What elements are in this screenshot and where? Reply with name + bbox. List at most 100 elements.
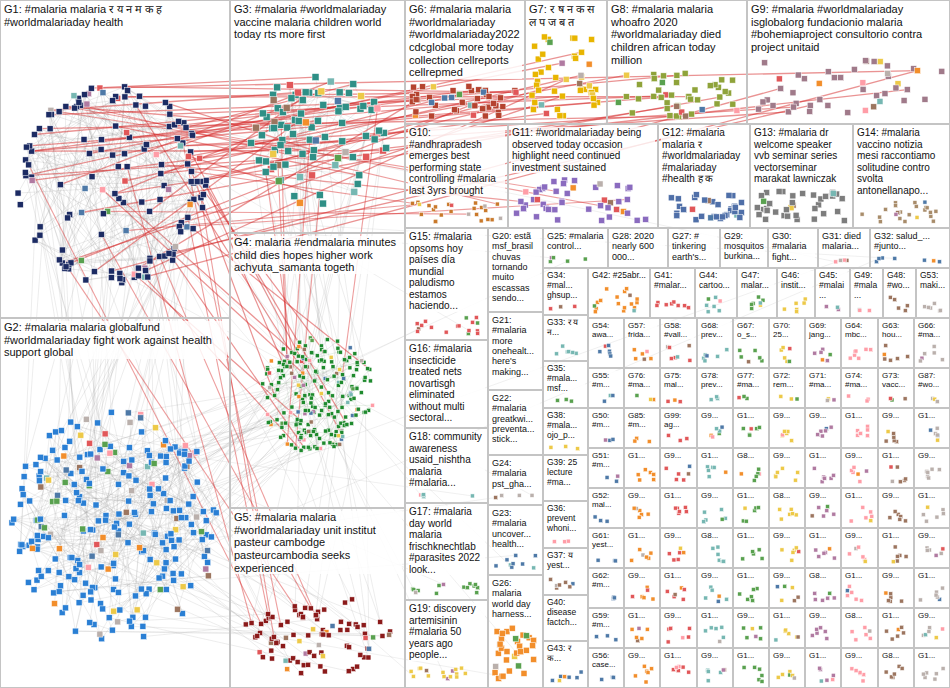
network-vertex — [366, 367, 370, 371]
network-vertex — [38, 469, 44, 475]
network-vertex — [552, 207, 558, 213]
network-vertex — [126, 473, 132, 479]
network-edge — [62, 556, 92, 612]
network-vertex — [124, 130, 130, 136]
network-edge — [38, 436, 49, 540]
network-vertex — [59, 247, 65, 253]
network-vertex — [153, 425, 159, 431]
network-vertex — [555, 217, 561, 223]
network-vertex — [108, 275, 114, 281]
network-vertex — [38, 573, 44, 579]
network-vertex — [17, 501, 23, 507]
network-vertex — [301, 383, 305, 387]
network-vertex — [490, 218, 494, 222]
network-vertex — [318, 436, 322, 440]
network-vertex — [89, 553, 95, 559]
network-vertex — [153, 152, 159, 158]
network-vertex — [274, 84, 281, 91]
network-vertex — [200, 509, 206, 515]
network-vertex — [842, 258, 846, 262]
network-vertex — [422, 493, 426, 497]
network-vertex — [874, 93, 880, 99]
network-vertex — [601, 197, 607, 203]
network-vertex — [110, 98, 116, 104]
network-vertex — [313, 379, 317, 383]
network-vertex — [643, 216, 649, 222]
network-vertex — [129, 457, 135, 463]
network-vertex — [345, 90, 352, 97]
network-vertex — [84, 101, 90, 107]
network-vertex — [105, 566, 111, 572]
network-vertex — [533, 214, 539, 220]
network-vertex — [288, 360, 292, 364]
network-edge — [90, 97, 116, 444]
network-vertex — [699, 213, 705, 219]
network-vertex — [178, 515, 184, 521]
network-vertex — [172, 243, 178, 249]
network-vertex — [296, 383, 300, 387]
network-vertex — [147, 556, 153, 562]
network-vertex — [167, 498, 173, 504]
network-vertex — [95, 518, 101, 524]
network-vertex — [346, 669, 351, 674]
network-vertex — [68, 419, 74, 425]
network-vertex — [83, 580, 89, 586]
network-edge — [125, 96, 689, 98]
network-vertex — [367, 646, 372, 651]
network-vertex — [243, 622, 248, 627]
network-vertex — [355, 368, 359, 372]
network-vertex — [785, 213, 791, 219]
network-vertex — [339, 119, 346, 126]
network-vertex — [186, 458, 192, 464]
network-vertex — [486, 93, 492, 99]
network-vertex — [760, 99, 766, 105]
network-vertex — [76, 99, 82, 105]
network-vertex — [51, 590, 57, 596]
network-vertex — [342, 149, 349, 156]
network-vertex — [166, 250, 172, 256]
network-vertex — [693, 217, 699, 223]
network-vertices — [9, 34, 945, 684]
network-vertex — [29, 177, 35, 183]
network-vertex — [546, 206, 552, 212]
network-vertex — [299, 436, 303, 440]
network-vertex — [480, 106, 486, 112]
network-vertex — [81, 137, 87, 143]
network-vertex — [420, 84, 426, 90]
network-vertex — [94, 542, 100, 548]
network-edge — [45, 441, 70, 458]
network-vertex — [85, 564, 91, 570]
network-vertex — [495, 202, 499, 206]
network-vertex — [342, 103, 349, 110]
network-vertex — [573, 55, 579, 61]
network-vertex — [89, 174, 95, 180]
network-vertex — [194, 479, 200, 485]
network-vertex — [126, 463, 132, 469]
network-vertex — [570, 185, 576, 191]
network-vertex — [150, 501, 156, 507]
network-vertex — [283, 635, 288, 640]
network-vertex — [812, 206, 818, 212]
network-edge — [32, 177, 123, 280]
network-vertex — [825, 69, 831, 75]
network-vertex — [125, 540, 131, 546]
network-vertex — [439, 213, 443, 217]
network-vertex — [543, 110, 549, 116]
network-vertex — [664, 100, 670, 106]
network-vertex — [707, 83, 713, 89]
network-vertex — [100, 187, 106, 193]
network-vertex — [410, 201, 414, 205]
network-vertex — [80, 526, 86, 532]
network-vertex — [158, 171, 164, 177]
network-vertex — [157, 196, 163, 202]
network-vertex — [328, 405, 332, 409]
network-vertex — [938, 260, 942, 264]
network-vertex — [46, 433, 52, 439]
network-vertex — [538, 69, 544, 75]
network-edge — [41, 576, 79, 603]
network-vertex — [265, 396, 269, 400]
network-vertex — [190, 132, 196, 138]
network-vertex — [459, 666, 463, 670]
network-edge — [34, 134, 84, 139]
network-vertex — [337, 434, 341, 438]
